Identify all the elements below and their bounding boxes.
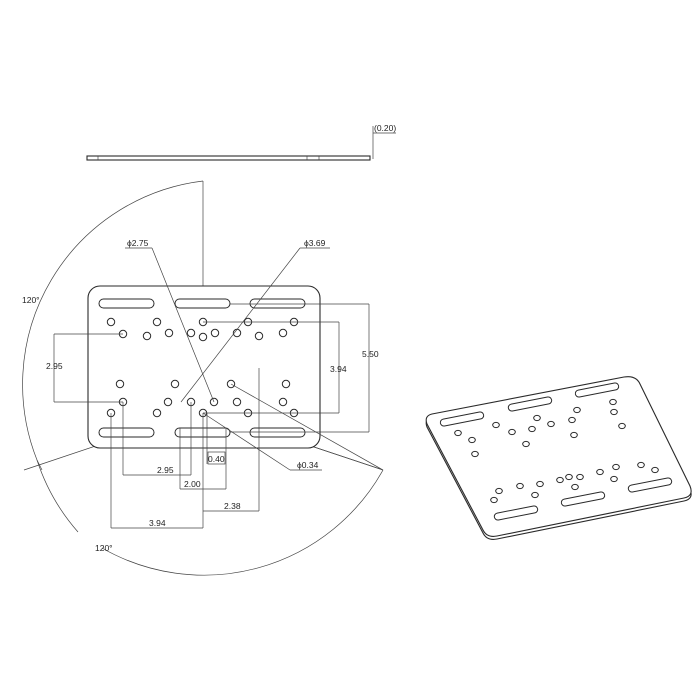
slot-top-left <box>98 298 155 309</box>
slot-bottom-right <box>249 427 306 438</box>
slot-bottom-center <box>174 427 231 438</box>
angle-arc-upper <box>22 180 204 461</box>
dim-horizontal-2-38: 2.38 <box>224 501 241 511</box>
angle-label-upper: 120° <box>22 295 40 305</box>
dim-vertical-3-94: 3.94 <box>330 364 347 374</box>
iso-holes <box>454 398 659 504</box>
iso-plate-top <box>425 376 692 537</box>
dim-vertical-2-95: 2.95 <box>46 361 63 371</box>
dim-horizontal-3-94: 3.94 <box>149 518 166 528</box>
angle-arc-lower-left <box>36 459 79 533</box>
slot-top-center <box>174 298 231 309</box>
thickness-label: (0.20) <box>374 123 396 133</box>
lower-hole-pattern <box>106 379 299 418</box>
diameter-label-0-34: ϕ0.34 <box>297 460 319 470</box>
dim-vertical-5-50: 5.50 <box>362 349 379 359</box>
diameter-label-3-69: ϕ3.69 <box>304 238 326 248</box>
dim-horizontal-2-00: 2.00 <box>184 479 201 489</box>
slot-top-right <box>249 298 306 309</box>
angle-label-lower: 120° <box>95 543 113 553</box>
plate-edge <box>86 155 371 161</box>
diameter-label-2-75: ϕ2.75 <box>127 238 149 248</box>
dim-horizontal-2-95: 2.95 <box>157 465 174 475</box>
slot-bottom-left <box>98 427 155 438</box>
upper-hole-pattern <box>106 317 299 342</box>
plate-outline <box>87 285 321 449</box>
isometric-view <box>425 376 692 540</box>
side-view: (0.20) <box>86 123 396 161</box>
angle-arc-lower <box>101 469 384 576</box>
dim-horizontal-0-40: 0.40 <box>208 454 225 464</box>
front-view: 120° 120° <box>22 180 384 576</box>
